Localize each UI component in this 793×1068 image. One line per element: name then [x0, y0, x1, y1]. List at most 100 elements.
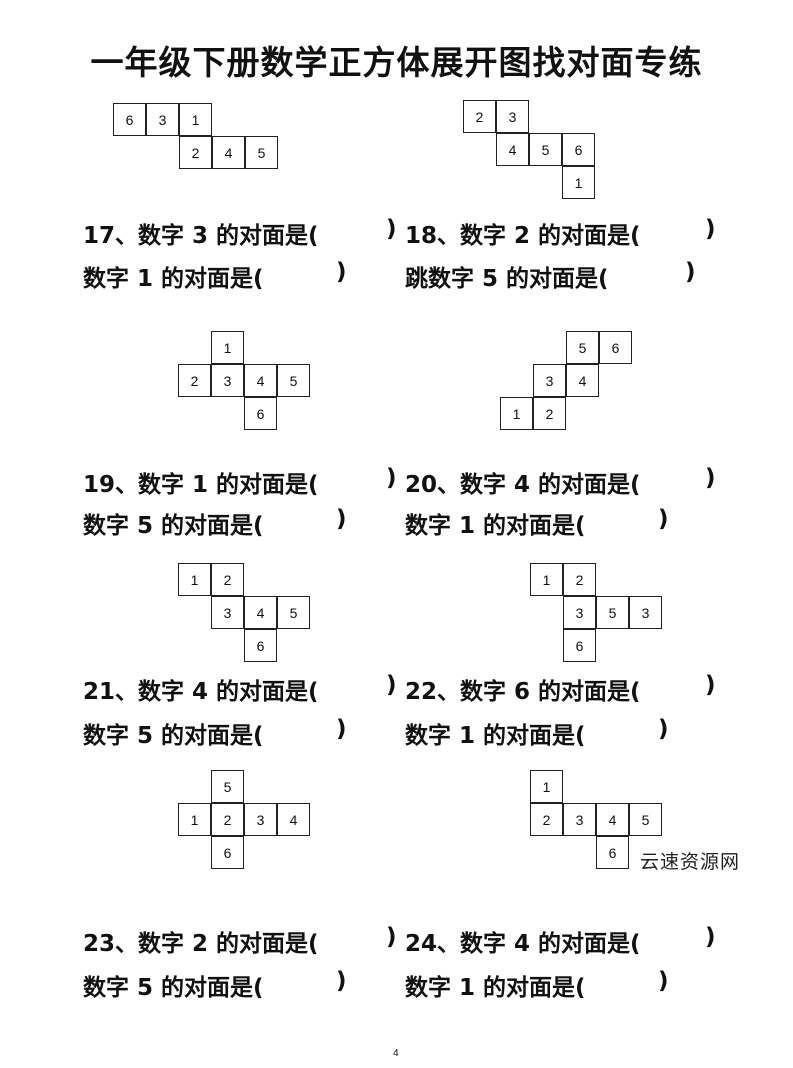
net-face: 3: [496, 100, 529, 133]
net-face: 2: [179, 136, 212, 169]
net-face: 3: [563, 803, 596, 836]
net-face: 2: [463, 100, 496, 133]
net-face: 4: [496, 133, 529, 166]
question-text: 数字 1 的对面是(: [405, 513, 586, 539]
net-face: 1: [530, 563, 563, 596]
question-23-line-2: 数字 5 的对面是(): [83, 968, 347, 1002]
answer-paren-close: ): [705, 924, 716, 950]
question-text: 数字 1 的对面是(: [405, 723, 586, 749]
question-23-line-1: 23、数字 2 的对面是(): [83, 924, 397, 958]
question-text: 19、数字 1 的对面是(: [83, 472, 319, 498]
net-face: 5: [566, 331, 599, 364]
net-face: 4: [596, 803, 629, 836]
net-face: 3: [563, 596, 596, 629]
question-text: 数字 1 的对面是(: [83, 266, 264, 292]
question-text: 跳数字 5 的对面是(: [405, 266, 609, 292]
question-24-line-2: 数字 1 的对面是(): [405, 968, 669, 1002]
watermark: 云速资源网: [640, 851, 741, 873]
net-face: 4: [277, 803, 310, 836]
question-19-line-1: 19、数字 1 的对面是(): [83, 465, 397, 499]
net-face: 6: [113, 103, 146, 136]
question-24-line-1: 24、数字 4 的对面是(): [405, 924, 716, 958]
question-text: 17、数字 3 的对面是(: [83, 223, 319, 249]
answer-paren-close: ): [386, 216, 397, 242]
question-17-line-1: 17、数字 3 的对面是(): [83, 216, 397, 250]
net-face: 5: [277, 364, 310, 397]
net-face: 4: [244, 364, 277, 397]
question-text: 数字 5 的对面是(: [83, 513, 264, 539]
answer-paren-close: ): [386, 465, 397, 491]
net-face: 5: [277, 596, 310, 629]
answer-paren-close: ): [336, 506, 347, 532]
net-face: 1: [530, 770, 563, 803]
net-face: 6: [244, 629, 277, 662]
answer-paren-close: ): [705, 672, 716, 698]
page-number: 4: [393, 1048, 399, 1059]
answer-paren-close: ): [658, 506, 669, 532]
net-face: 4: [566, 364, 599, 397]
net-face: 6: [599, 331, 632, 364]
net-face: 5: [245, 136, 278, 169]
net-face: 5: [629, 803, 662, 836]
net-face: 4: [212, 136, 245, 169]
net-face: 6: [563, 629, 596, 662]
net-face: 1: [562, 166, 595, 199]
net-face: 5: [596, 596, 629, 629]
answer-paren-close: ): [336, 968, 347, 994]
net-face: 2: [211, 803, 244, 836]
question-18-line-2: 跳数字 5 的对面是(): [405, 259, 696, 293]
answer-paren-close: ): [658, 968, 669, 994]
answer-paren-close: ): [336, 259, 347, 285]
question-21-line-2: 数字 5 的对面是(): [83, 716, 347, 750]
net-face: 2: [533, 397, 566, 430]
question-text: 23、数字 2 的对面是(: [83, 931, 319, 957]
net-face: 4: [244, 596, 277, 629]
question-text: 18、数字 2 的对面是(: [405, 223, 641, 249]
answer-paren-close: ): [705, 216, 716, 242]
answer-paren-close: ): [386, 924, 397, 950]
question-18-line-1: 18、数字 2 的对面是(): [405, 216, 716, 250]
net-face: 6: [244, 397, 277, 430]
question-22-line-2: 数字 1 的对面是(): [405, 716, 669, 750]
net-face: 3: [211, 364, 244, 397]
net-face: 2: [211, 563, 244, 596]
question-text: 数字 5 的对面是(: [83, 723, 264, 749]
net-face: 1: [211, 331, 244, 364]
answer-paren-close: ): [705, 465, 716, 491]
question-text: 数字 5 的对面是(: [83, 975, 264, 1001]
net-face: 6: [562, 133, 595, 166]
net-face: 2: [178, 364, 211, 397]
question-text: 数字 1 的对面是(: [405, 975, 586, 1001]
question-20-line-1: 20、数字 4 的对面是(): [405, 465, 716, 499]
question-17-line-2: 数字 1 的对面是(): [83, 259, 347, 293]
net-face: 6: [596, 836, 629, 869]
net-face: 1: [500, 397, 533, 430]
question-text: 22、数字 6 的对面是(: [405, 679, 641, 705]
net-face: 5: [211, 770, 244, 803]
net-face: 5: [529, 133, 562, 166]
net-face: 1: [178, 803, 211, 836]
question-21-line-1: 21、数字 4 的对面是(): [83, 672, 397, 706]
net-face: 1: [178, 563, 211, 596]
net-face: 2: [530, 803, 563, 836]
question-20-line-2: 数字 1 的对面是(): [405, 506, 669, 540]
question-19-line-2: 数字 5 的对面是(): [83, 506, 347, 540]
net-face: 2: [563, 563, 596, 596]
net-face: 3: [211, 596, 244, 629]
net-face: 3: [146, 103, 179, 136]
answer-paren-close: ): [685, 259, 696, 285]
question-text: 24、数字 4 的对面是(: [405, 931, 641, 957]
net-face: 3: [629, 596, 662, 629]
net-face: 6: [211, 836, 244, 869]
answer-paren-close: ): [658, 716, 669, 742]
net-face: 3: [533, 364, 566, 397]
net-face: 1: [179, 103, 212, 136]
answer-paren-close: ): [336, 716, 347, 742]
question-text: 21、数字 4 的对面是(: [83, 679, 319, 705]
question-22-line-1: 22、数字 6 的对面是(): [405, 672, 716, 706]
page-title: 一年级下册数学正方体展开图找对面专练: [90, 43, 703, 82]
net-face: 3: [244, 803, 277, 836]
question-text: 20、数字 4 的对面是(: [405, 472, 641, 498]
answer-paren-close: ): [386, 672, 397, 698]
